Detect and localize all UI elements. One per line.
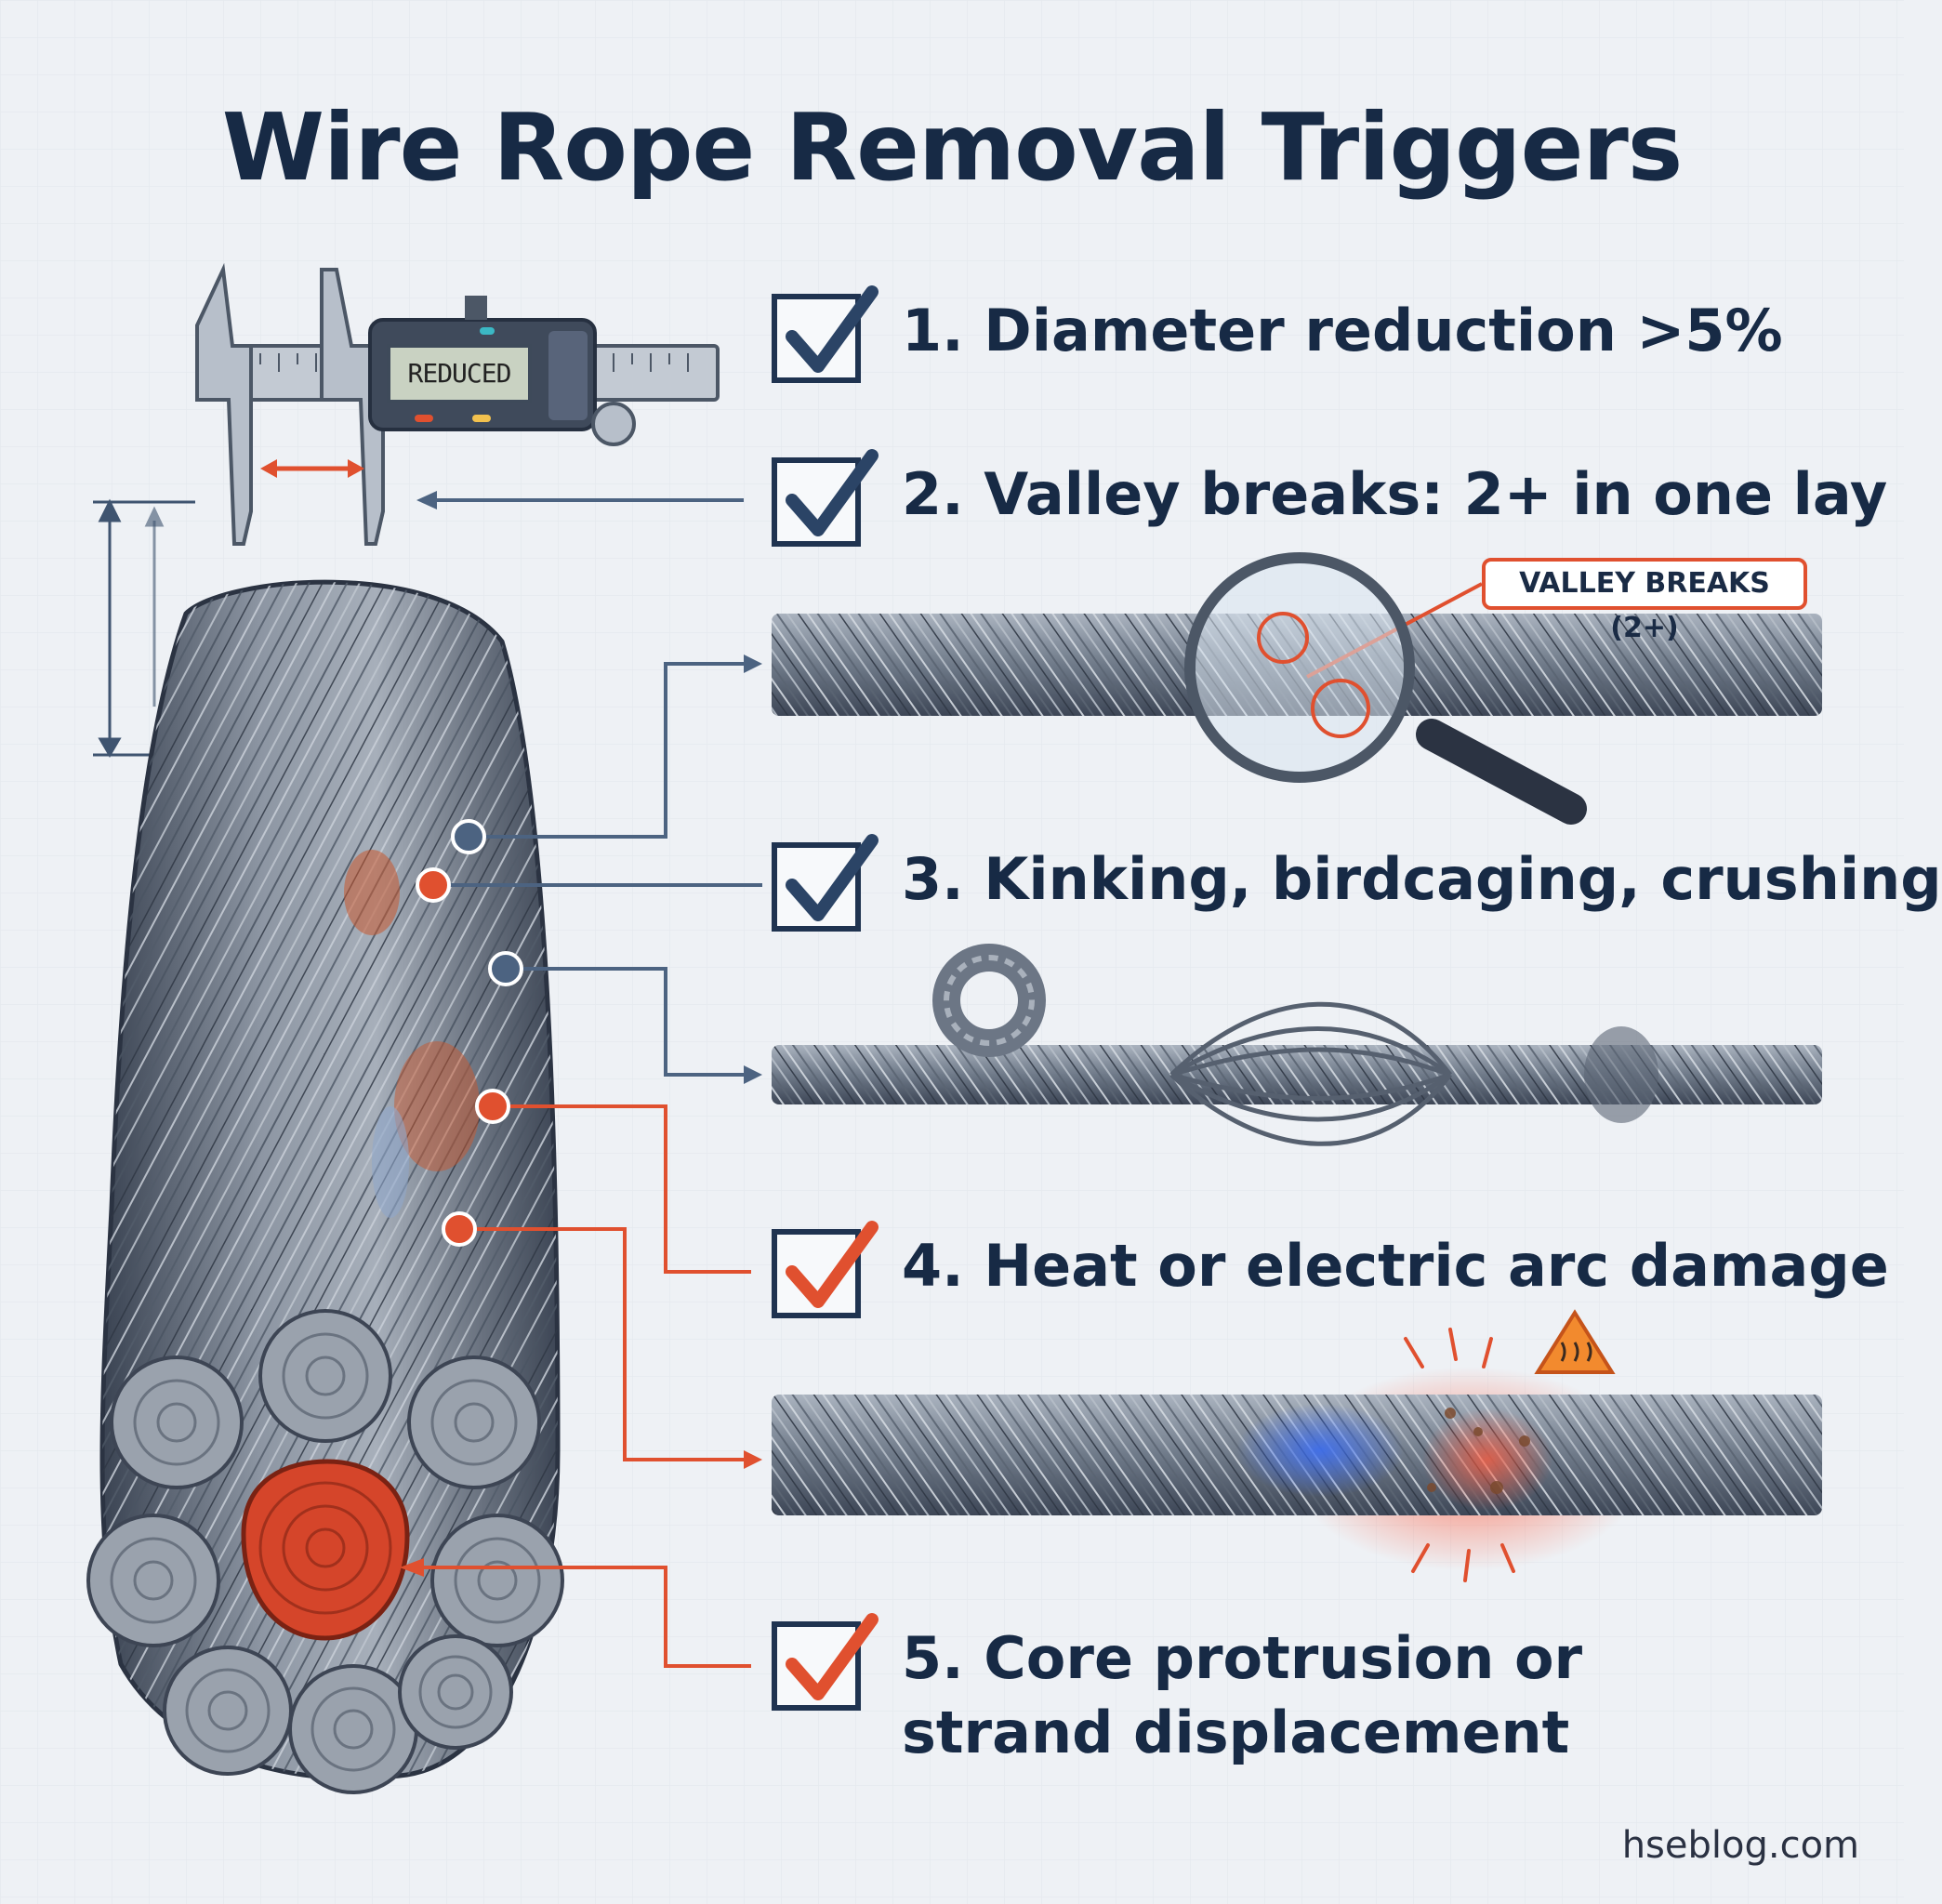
rope-valley-breaks bbox=[772, 552, 1822, 825]
magnifier-icon bbox=[1184, 552, 1587, 825]
checkbox bbox=[772, 1613, 879, 1711]
trigger-label: 4. Heat or electric arc damage bbox=[902, 1232, 1889, 1300]
check-icon bbox=[786, 1613, 879, 1700]
trigger-item-1: 1. Diameter reduction >5% bbox=[772, 285, 1869, 396]
leader-lines bbox=[409, 498, 762, 1668]
trigger-item-2: 2. Valley breaks: 2+ in one lay bbox=[772, 449, 1888, 560]
check-icon bbox=[786, 285, 879, 373]
leader-dots bbox=[416, 819, 523, 1247]
site-credit: hseblog.com bbox=[1621, 1824, 1859, 1867]
check-icon bbox=[786, 1221, 879, 1308]
page-title: Wire Rope Removal Triggers bbox=[221, 93, 1684, 202]
trigger-item-5: 5. Core protrusion or strand displacemen… bbox=[772, 1613, 1869, 1789]
valley-breaks-callout: VALLEY BREAKS (2+) bbox=[1482, 558, 1807, 644]
caliper-icon bbox=[195, 262, 720, 546]
leader-arrowheads bbox=[400, 491, 762, 1577]
trigger-label: 1. Diameter reduction >5% bbox=[902, 297, 1783, 364]
heat-warning-icon bbox=[1534, 1309, 1616, 1374]
checkbox bbox=[772, 449, 879, 547]
trigger-label: 2. Valley breaks: 2+ in one lay bbox=[902, 460, 1888, 528]
trigger-label: 5. Core protrusion or strand displacemen… bbox=[902, 1624, 1583, 1766]
caliper-display: REDUCED bbox=[387, 344, 532, 403]
check-icon bbox=[786, 834, 879, 921]
checkbox bbox=[772, 285, 879, 383]
trigger-item-4: 4. Heat or electric arc damage bbox=[772, 1221, 1889, 1331]
check-icon bbox=[786, 449, 879, 536]
checkbox bbox=[772, 834, 879, 932]
large-rope-illustration bbox=[86, 579, 564, 1794]
rope-cross-section bbox=[86, 1309, 564, 1794]
checkbox bbox=[772, 1221, 879, 1318]
rope-heat-damage bbox=[772, 1309, 1822, 1582]
trigger-label: 3. Kinking, birdcaging, crushing bbox=[902, 845, 1942, 913]
dimension-lines bbox=[93, 498, 195, 758]
trigger-item-3: 3. Kinking, birdcaging, crushing bbox=[772, 834, 1942, 945]
rope-kink-birdcage bbox=[772, 944, 1822, 1146]
